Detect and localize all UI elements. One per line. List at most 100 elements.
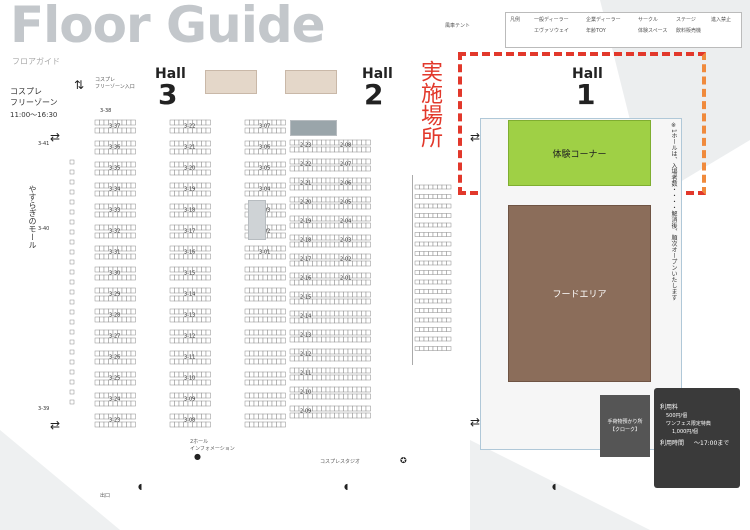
booth bbox=[174, 253, 180, 260]
booth-block-label: 3-35 bbox=[109, 166, 120, 172]
booth bbox=[321, 298, 327, 305]
booth bbox=[361, 165, 367, 172]
legend-item: 飲料販売機 bbox=[676, 28, 702, 34]
booth bbox=[126, 274, 132, 281]
booth bbox=[280, 253, 286, 260]
booth bbox=[174, 245, 180, 252]
booth-block-label: 3-08 bbox=[184, 418, 195, 424]
booth bbox=[169, 140, 175, 147]
booth bbox=[271, 190, 277, 197]
venue-label: 実施場所 bbox=[417, 60, 442, 148]
booth bbox=[276, 329, 282, 336]
booth bbox=[103, 295, 109, 302]
booth bbox=[169, 400, 175, 407]
booth-block-label: 3-25 bbox=[109, 376, 120, 382]
booth bbox=[99, 211, 105, 218]
booth bbox=[69, 359, 75, 365]
info-icon: ● bbox=[194, 452, 201, 461]
booth bbox=[103, 127, 109, 134]
hall1-note: ※1ホールは、入場者数・・・・解消後、順次オープンいたします bbox=[670, 122, 677, 301]
booth bbox=[271, 413, 277, 420]
legend-item: 企業ディーラー bbox=[586, 17, 621, 23]
booth bbox=[169, 350, 175, 357]
booth bbox=[267, 371, 273, 378]
booth bbox=[130, 211, 136, 218]
booth bbox=[276, 400, 282, 407]
booth bbox=[130, 379, 136, 386]
booth bbox=[361, 241, 367, 248]
booth bbox=[312, 165, 318, 172]
booth bbox=[94, 182, 100, 189]
booth bbox=[329, 374, 335, 381]
booth bbox=[338, 374, 344, 381]
booth-block-label: 2-04 bbox=[340, 219, 351, 225]
booth bbox=[271, 379, 277, 386]
booth bbox=[201, 287, 207, 294]
booth bbox=[356, 241, 362, 248]
booth bbox=[244, 161, 250, 168]
booth bbox=[365, 139, 371, 146]
top-note: 風車テント bbox=[445, 23, 471, 29]
booth bbox=[347, 298, 353, 305]
booth bbox=[196, 350, 202, 357]
booth bbox=[280, 119, 286, 126]
booth bbox=[334, 215, 340, 222]
booth bbox=[365, 317, 371, 324]
booth bbox=[169, 224, 175, 231]
booth bbox=[294, 355, 300, 362]
booth bbox=[276, 203, 282, 210]
booth bbox=[343, 348, 349, 355]
booth bbox=[356, 367, 362, 374]
booth bbox=[99, 182, 105, 189]
booth bbox=[244, 245, 250, 252]
booth bbox=[130, 266, 136, 273]
booth bbox=[103, 413, 109, 420]
booth bbox=[338, 336, 344, 343]
booth bbox=[178, 203, 184, 210]
booth bbox=[69, 189, 75, 195]
booth bbox=[249, 169, 255, 176]
booth bbox=[446, 317, 452, 323]
booth-block-label: 2-17 bbox=[300, 257, 311, 263]
booth bbox=[121, 413, 127, 420]
booth bbox=[321, 234, 327, 241]
booth bbox=[321, 412, 327, 419]
booth bbox=[121, 232, 127, 239]
booth bbox=[249, 190, 255, 197]
booth bbox=[205, 400, 211, 407]
booth bbox=[169, 392, 175, 399]
booth bbox=[174, 161, 180, 168]
booth bbox=[205, 224, 211, 231]
booth bbox=[249, 245, 255, 252]
booth bbox=[244, 169, 250, 176]
booth bbox=[174, 413, 180, 420]
booth bbox=[126, 266, 132, 273]
booth bbox=[329, 253, 335, 260]
booth bbox=[365, 310, 371, 317]
booth bbox=[103, 379, 109, 386]
booth bbox=[271, 287, 277, 294]
booth bbox=[121, 190, 127, 197]
booth bbox=[365, 272, 371, 279]
booth bbox=[321, 386, 327, 393]
booth bbox=[99, 148, 105, 155]
booth bbox=[446, 270, 452, 275]
booth bbox=[262, 379, 268, 386]
booth bbox=[271, 421, 277, 428]
booth bbox=[121, 308, 127, 315]
booth bbox=[329, 317, 335, 324]
booth bbox=[253, 308, 259, 315]
booth bbox=[271, 140, 277, 147]
booth bbox=[174, 140, 180, 147]
booth bbox=[130, 232, 136, 239]
booth bbox=[130, 140, 136, 147]
booth bbox=[347, 348, 353, 355]
booth bbox=[321, 317, 327, 324]
booth bbox=[361, 139, 367, 146]
booth bbox=[446, 241, 452, 247]
booth bbox=[103, 253, 109, 260]
booth bbox=[271, 400, 277, 407]
booth bbox=[365, 196, 371, 203]
booth bbox=[365, 146, 371, 153]
booth bbox=[130, 329, 136, 336]
